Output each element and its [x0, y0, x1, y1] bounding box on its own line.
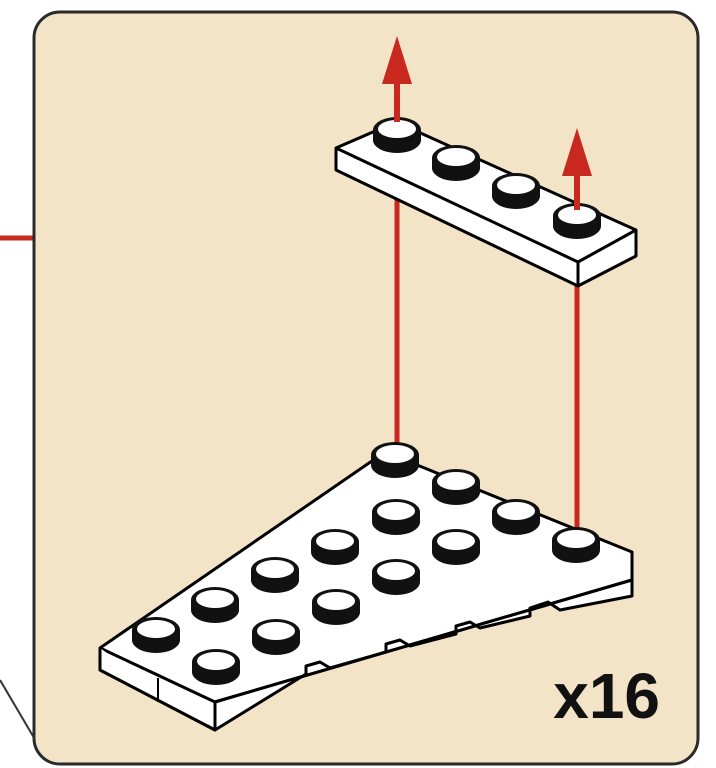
quantity-label: x16: [553, 660, 660, 732]
